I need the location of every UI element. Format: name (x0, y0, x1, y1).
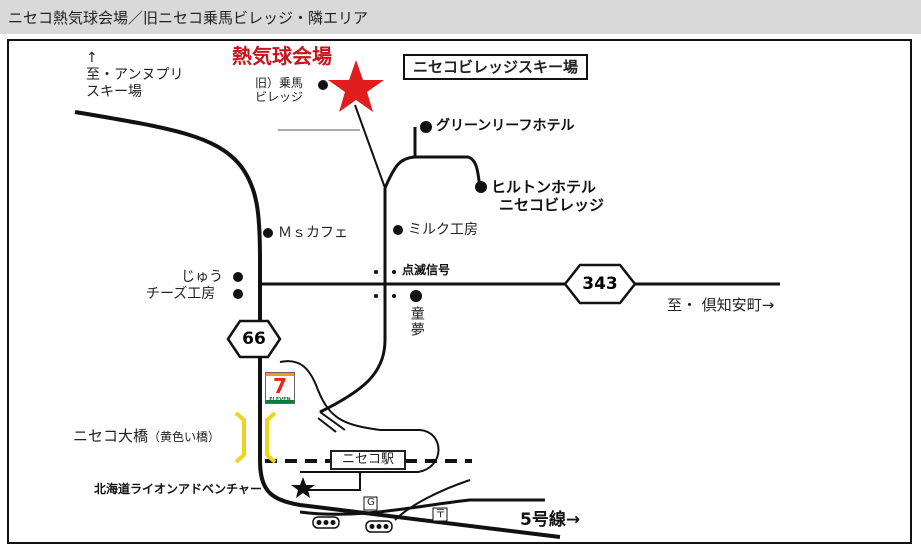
bridge-right (265, 411, 277, 464)
juu-dot (233, 272, 243, 282)
road-village (319, 188, 387, 414)
doumu-dot (410, 290, 422, 302)
former-riding-label: 旧）乗馬 ビレッジ (255, 76, 304, 105)
ms-cafe-dot (263, 228, 273, 238)
cheese-kobo-label: チーズ工房 (146, 286, 216, 302)
route-343-label: 343 (582, 274, 618, 294)
gas-station-box (363, 496, 378, 511)
blinking-signal-label: 点滅信号 (402, 263, 451, 277)
lion-star-icon (291, 477, 315, 498)
route-343-shield-icon (563, 263, 637, 305)
road-route-66 (74, 110, 561, 539)
road-village-branch (383, 155, 482, 189)
green-leaf-dot (420, 121, 432, 133)
lion-adventure-label: 北海道ライオンアドベンチャー (94, 482, 262, 496)
cheese-dot (233, 289, 243, 299)
ms-cafe-label: Ｍｓカフェ (278, 225, 348, 241)
milk-dot (393, 225, 403, 235)
title-bar: ニセコ熱気球会場／旧ニセコ乗馬ビレッジ・隣エリア (0, 0, 921, 34)
to-annupuri-label: ↑ 至・アンヌプリ スキー場 (86, 50, 184, 100)
route-66-label: 66 (242, 329, 266, 349)
venue-star-icon (328, 60, 384, 112)
post-office-icon: 〒 (435, 507, 446, 520)
green-leaf-label: グリーンリーフホテル (436, 118, 575, 134)
road-route-5 (299, 498, 545, 516)
route-5-label: 5号線→ (520, 510, 581, 530)
niseko-ohashi-label: ニセコ大橋（黄色い橋） (73, 427, 221, 445)
doumu-label: 童夢 (408, 306, 425, 338)
juu-label: じゅう (181, 269, 223, 285)
seven-eleven-icon: 7 ELEVEN (265, 372, 295, 404)
page-title: ニセコ熱気球会場／旧ニセコ乗馬ビレッジ・隣エリア (8, 9, 369, 27)
road-station-link (319, 411, 346, 431)
hilton-label: ヒルトンホテル ニセコビレッジ (491, 178, 605, 214)
to-kutchan-label: 至・ 倶知安町→ (667, 296, 775, 314)
post-office-box (432, 507, 448, 522)
balloon-venue-label: 熱気球会場 (232, 44, 332, 68)
former-riding-dot (318, 80, 328, 90)
milk-kobo-label: ミルク工房 (408, 222, 478, 238)
road-venue-path (354, 104, 386, 189)
road-lion (300, 471, 361, 491)
traffic-light-icon (365, 520, 393, 533)
road-station-loop (279, 360, 440, 473)
map-frame (7, 39, 912, 544)
niseko-station-label: ニセコ駅 (330, 450, 407, 470)
gas-station-icon: G (367, 497, 375, 508)
bridge-left (234, 411, 246, 464)
niseko-village-ski-label: ニセコビレッジスキー場 (403, 54, 589, 80)
traffic-light-icon (312, 516, 340, 529)
route-66-shield-icon (226, 319, 282, 359)
hilton-dot (475, 181, 487, 193)
